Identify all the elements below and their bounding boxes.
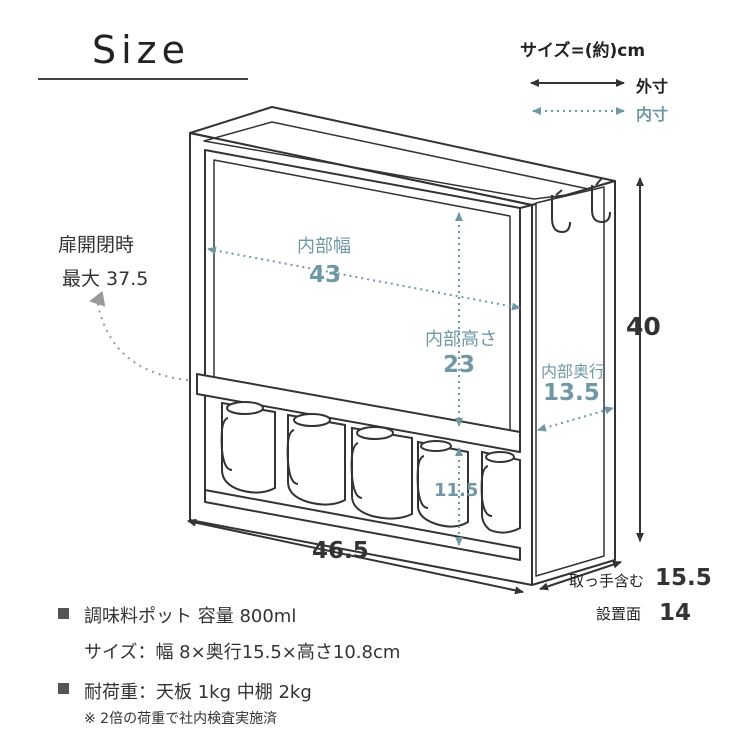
bullet-1 bbox=[58, 608, 69, 619]
inner-width-arrow bbox=[207, 246, 521, 311]
outer-width-arrow bbox=[187, 518, 524, 595]
inner-height-value: 23 bbox=[443, 352, 476, 378]
door-open-value: 最大 37.5 bbox=[62, 268, 149, 290]
inner-width-value: 43 bbox=[309, 262, 342, 288]
pot-2 bbox=[286, 413, 346, 506]
install-depth-value: 14 bbox=[659, 600, 692, 626]
spec-note: ※ 2倍の荷重で社内検査実施済 bbox=[84, 711, 278, 727]
inner-depth-arrow bbox=[537, 406, 614, 432]
outer-depth-arrow bbox=[539, 560, 622, 591]
legend-outer-label: 外寸 bbox=[636, 77, 669, 96]
outer-depth-handle-label: 取っ手含む bbox=[569, 572, 645, 590]
outer-height-value: 40 bbox=[626, 312, 661, 341]
inner-depth-label: 内部奥行 bbox=[541, 362, 606, 381]
title-underline bbox=[38, 78, 248, 80]
install-depth-label: 設置面 bbox=[596, 605, 642, 623]
inner-depth-value: 13.5 bbox=[543, 380, 600, 406]
legend-inner-label: 内寸 bbox=[636, 105, 669, 124]
door-open-label: 扉開閉時 bbox=[58, 234, 135, 256]
pot-3 bbox=[350, 426, 413, 520]
lower-height-value: 11.5 bbox=[434, 480, 479, 501]
outer-depth-handle-value: 15.5 bbox=[655, 565, 712, 591]
inner-width-label: 内部幅 bbox=[297, 236, 351, 257]
bullet-2 bbox=[58, 683, 69, 694]
hook-right bbox=[591, 177, 611, 224]
legend-title: サイズ=(約)cm bbox=[520, 41, 646, 61]
pot-5 bbox=[480, 450, 521, 534]
spec-pot-line: 調味料ポット 容量 800ml bbox=[84, 606, 297, 627]
page-title: Size bbox=[92, 28, 191, 72]
pot-1 bbox=[220, 401, 276, 494]
outer-width-value: 46.5 bbox=[312, 538, 369, 564]
inner-height-label: 内部高さ bbox=[425, 329, 497, 350]
door-open-arrow bbox=[89, 290, 189, 381]
spec-load-line: 耐荷重：天板 1kg 中棚 2kg bbox=[84, 682, 312, 703]
hook-left bbox=[551, 189, 571, 234]
spec-pot-size: サイズ：幅 8×奥行15.5×高さ10.8cm bbox=[84, 642, 401, 663]
